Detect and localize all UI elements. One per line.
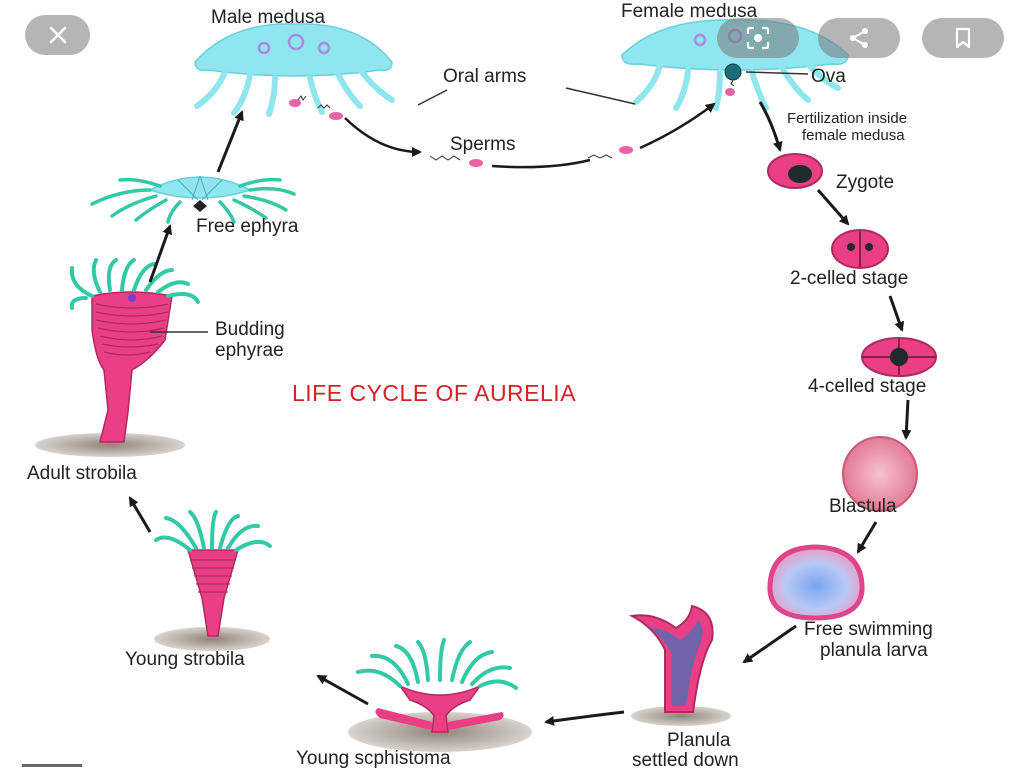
lens-icon [746,26,770,50]
label-free-ephyra: Free ephyra [196,216,299,237]
close-button[interactable] [25,15,90,55]
label-planula-1: Free swimming [804,619,933,640]
diagram-title: LIFE CYCLE OF AURELIA [292,380,577,406]
bookmark-icon [955,27,971,49]
label-planula-settled-1: Planula [667,730,731,751]
label-female-medusa: Female medusa [621,1,758,22]
label-ova: Ova [811,66,846,87]
label-2-celled: 2-celled stage [790,268,909,289]
label-budding-2: ephyrae [215,340,284,361]
young-strobila [154,510,272,651]
male-medusa [194,23,395,120]
label-budding-1: Budding [215,319,285,340]
label-adult-strobila: Adult strobila [27,463,137,484]
label-young-strobila: Young strobila [125,649,245,670]
label-blastula: Blastula [829,496,897,517]
cropped-text-fragment [22,764,82,767]
label-fertilization-2: female medusa [802,127,905,144]
two-celled-stage [831,229,889,269]
bookmark-button[interactable] [922,18,1004,58]
four-celled-stage [861,337,937,377]
label-young-scyphistoma: Young scphistoma [296,748,451,769]
planula-settled [628,604,731,726]
lens-button[interactable] [717,18,799,58]
share-icon [850,28,868,48]
adult-strobila [35,258,200,457]
sperms [344,102,716,169]
share-button[interactable] [818,18,900,58]
zygote [767,153,823,189]
label-zygote: Zygote [836,172,895,193]
label-oral-arms: Oral arms [443,66,527,87]
label-fertilization-1: Fertilization inside [787,110,908,127]
label-male-medusa: Male medusa [211,7,326,28]
label-sperms: Sperms [450,134,516,155]
planula-larva [767,544,865,621]
blastula [842,436,918,512]
young-scyphistoma [348,638,532,752]
label-4-celled: 4-celled stage [808,376,927,397]
close-icon [49,26,66,44]
free-ephyra [90,175,296,224]
label-planula-2: planula larva [820,640,928,661]
label-planula-settled-2: settled down [632,750,739,771]
